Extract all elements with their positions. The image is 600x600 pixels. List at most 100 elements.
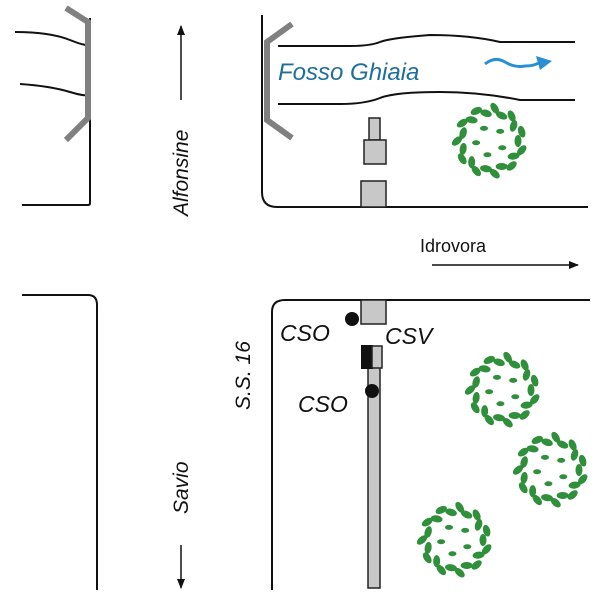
- tree-leaf: [430, 515, 443, 523]
- tree-leaf: [495, 111, 508, 120]
- tree-leaf: [530, 374, 539, 387]
- tree-leaf: [470, 402, 480, 414]
- tree-leaf: [472, 551, 485, 559]
- tree-leaf: [507, 110, 516, 122]
- tree-leaf: [517, 447, 529, 457]
- road-label: S.S. 16: [232, 341, 255, 410]
- tree-leaf: [480, 165, 492, 173]
- tree-leaf: [509, 377, 518, 383]
- tree-icon: [416, 501, 492, 578]
- tree-leaf: [532, 494, 543, 506]
- tree-leaf: [474, 519, 483, 531]
- south-direction-label: Savio: [170, 461, 193, 514]
- tree-leaf: [496, 401, 505, 407]
- tree-icon: [464, 351, 540, 428]
- tree-leaf: [461, 527, 470, 533]
- tree-leaf: [465, 116, 478, 124]
- tree-leaf: [468, 156, 476, 169]
- road-edge: [22, 18, 91, 206]
- tree-leaf: [456, 118, 468, 128]
- tree-leaf: [516, 145, 527, 156]
- tree-leaf: [495, 162, 508, 170]
- canal-line: [19, 83, 90, 97]
- tree-leaf: [498, 145, 507, 151]
- tree-leaf: [424, 541, 432, 554]
- tree-leaf: [544, 481, 553, 487]
- tree-leaf: [519, 410, 530, 420]
- tree-leaf: [416, 535, 428, 545]
- road-edge: [261, 15, 588, 208]
- tree-leaf: [437, 539, 446, 545]
- tree-leaf: [550, 497, 561, 508]
- tree-leaf: [509, 120, 518, 132]
- tree-leaf: [541, 438, 553, 447]
- tree-leaf: [480, 125, 489, 131]
- tree-leaf: [568, 481, 581, 489]
- tree-leaf: [472, 391, 480, 404]
- north-direction-label: Alfonsine: [170, 130, 193, 218]
- tree-leaf: [459, 142, 467, 155]
- tree-leaf: [507, 152, 520, 160]
- tree-leaf: [570, 449, 579, 461]
- cso-label: CSO: [280, 320, 330, 346]
- tree-leaf: [424, 526, 432, 538]
- tree-leaf: [445, 564, 457, 572]
- tree-leaf: [464, 385, 476, 395]
- tree-leaf: [445, 508, 457, 517]
- cso-point: [365, 384, 379, 398]
- tree-leaf: [518, 482, 528, 494]
- building: [363, 139, 387, 165]
- tree-leaf: [506, 161, 517, 171]
- tree-leaf: [493, 414, 505, 422]
- tree-leaf: [514, 135, 522, 147]
- tree-leaf: [451, 136, 463, 146]
- tree-leaf: [490, 102, 500, 114]
- tree-leaf: [463, 544, 472, 550]
- tree-leaf: [483, 152, 492, 158]
- road-edge: [271, 299, 590, 590]
- tree-leaf: [556, 440, 569, 449]
- tree-leaf: [520, 471, 528, 484]
- tree-leaf: [559, 474, 568, 480]
- east-direction-label: Idrovora: [420, 236, 487, 256]
- tree-leaf: [422, 552, 432, 564]
- tree-leaf: [460, 561, 473, 569]
- tree-leaf: [493, 358, 505, 367]
- canal-line: [14, 31, 90, 46]
- bridge: [63, 5, 91, 143]
- tree-leaf: [508, 360, 521, 369]
- tree-leaf: [575, 464, 583, 476]
- csv-valve: [361, 345, 373, 369]
- tree-leaf: [520, 401, 533, 409]
- tree-leaf: [460, 510, 473, 519]
- tree-leaf: [551, 431, 561, 443]
- tree-leaf: [496, 128, 505, 134]
- tree-leaf: [529, 485, 537, 498]
- tree-leaf: [471, 165, 482, 177]
- cso-label: CSO: [298, 391, 348, 417]
- tree-leaf: [502, 417, 513, 428]
- tree-leaf: [520, 456, 528, 468]
- tree-leaf: [436, 564, 447, 576]
- tree-leaf: [457, 153, 467, 165]
- tree-leaf: [482, 524, 491, 537]
- tree-leaf: [483, 355, 495, 365]
- cso-point: [345, 312, 359, 326]
- tree-leaf: [511, 394, 520, 400]
- building: [368, 117, 381, 141]
- tree-leaf: [472, 509, 481, 521]
- tree-leaf: [472, 140, 481, 146]
- tree-leaf: [481, 405, 489, 418]
- tree-icon: [512, 431, 588, 508]
- tree-leaf: [479, 534, 487, 546]
- bridge: [264, 21, 294, 141]
- tree-leaf: [533, 469, 542, 475]
- tree-leaf: [512, 465, 524, 475]
- tree-leaf: [529, 394, 540, 405]
- structure: [360, 299, 387, 325]
- tree-leaf: [469, 367, 481, 377]
- tree-leaf: [485, 389, 494, 395]
- tree-leaf: [577, 474, 588, 485]
- tree-leaf: [517, 125, 526, 138]
- tree-leaf: [433, 555, 441, 568]
